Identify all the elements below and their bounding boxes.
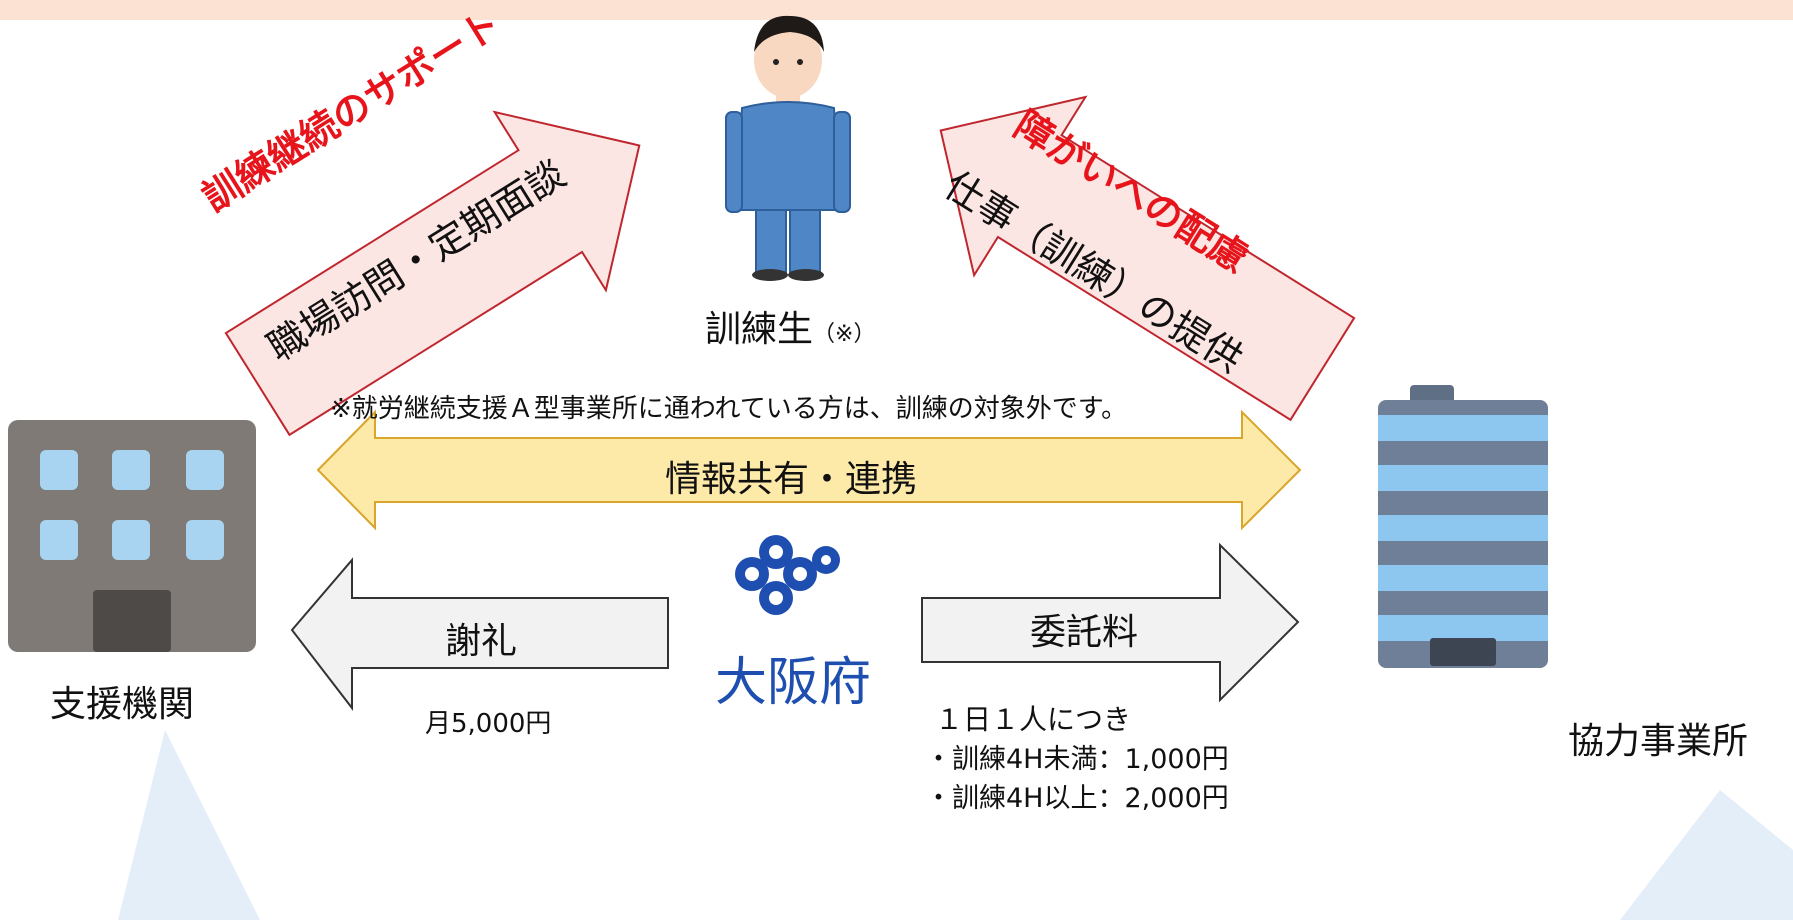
commission-arrow <box>921 542 1300 703</box>
support-org-building-icon <box>8 420 256 652</box>
commission-line3: ・訓練4H以上：2,000円 <box>925 783 1229 814</box>
partner-office-label: 協力事業所 <box>1568 721 1749 762</box>
reward-amount: 月5,000円 <box>425 709 552 739</box>
trainee-label: 訓練生（※） <box>705 300 875 352</box>
reward-arrow <box>290 557 669 711</box>
info-sharing-arrow <box>316 409 1302 531</box>
osaka-emblem-icon <box>735 535 840 615</box>
commission-line1: １日１人につき <box>935 703 1132 736</box>
commission-line2: ・訓練4H未満：1,000円 <box>925 744 1229 775</box>
trainee-name: 訓練生 <box>705 309 814 350</box>
reward-label: 謝礼 <box>445 621 518 662</box>
osaka-label: 大阪府 <box>715 653 872 713</box>
info-sharing-label: 情報共有・連携 <box>665 459 918 500</box>
support-org-label: 支援機関 <box>50 684 195 725</box>
trainee-footnote: ※就労継続支援Ａ型事業所に通われている方は、訓練の対象外です。 <box>330 394 1128 424</box>
commission-label: 委託料 <box>1030 612 1139 653</box>
trainee-note-mark: （※） <box>813 322 876 347</box>
top-band <box>0 0 1793 20</box>
trainee-person-icon <box>725 15 851 281</box>
support-arrow <box>224 110 641 437</box>
accommodation-arrow <box>939 95 1356 422</box>
partner-office-building-icon <box>1378 385 1548 668</box>
